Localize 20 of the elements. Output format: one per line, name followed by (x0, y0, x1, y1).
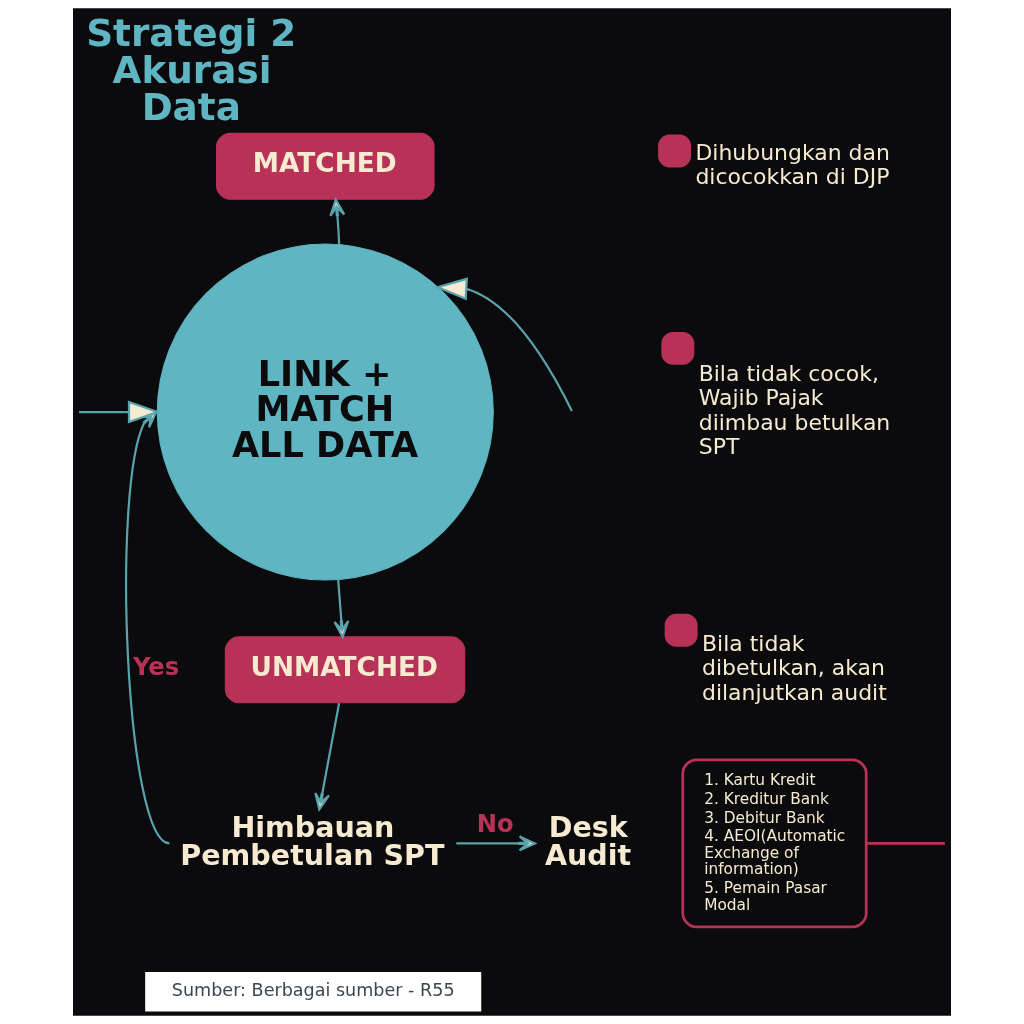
edge-label: No (476, 809, 514, 838)
arrow (333, 579, 350, 638)
caption: Sumber: Berbagai sumber - R55 (171, 979, 455, 1000)
node-text: Himbauan Pembetulan SPT (180, 809, 445, 873)
node-box: 1. Kartu Kredit 2. Kreditur Bank 3. Debitur Bank 4. AEOI(Automatic Exchange of information) 5. Pemain Pasar Modal (681, 758, 868, 929)
arrow (434, 277, 573, 412)
node-text: Desk Audit (544, 809, 632, 873)
diagram-title: Strategi 2 Akurasi Data (86, 10, 297, 130)
arrow (456, 835, 537, 852)
node-circle: LINK + MATCH ALL DATA (156, 243, 494, 581)
edge-label: Yes (133, 652, 180, 681)
node-box: MATCHED (216, 132, 435, 200)
label: Bila tidak dibetulkan, akan dilanjutkan audit (702, 631, 887, 705)
connector (866, 842, 945, 845)
node-box: UNMATCHED (224, 636, 466, 704)
label: Bila tidak cocok, Wajib Pajak diimbau betulkan SPT (698, 361, 891, 459)
arrow (125, 400, 170, 845)
arrow (329, 198, 346, 245)
arrow (314, 702, 341, 811)
label: Dihubungkan dan dicocokkan di DJP (695, 139, 890, 189)
